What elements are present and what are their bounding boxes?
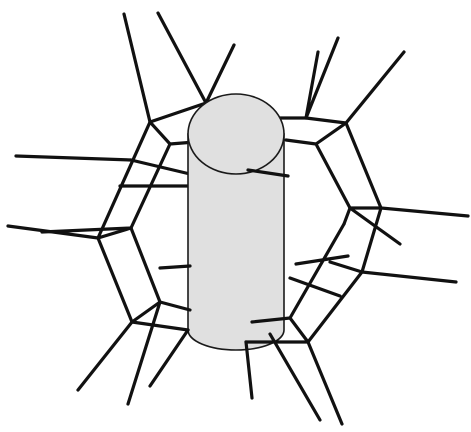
spoke-top-6 xyxy=(346,52,404,123)
spoke-top-2 xyxy=(158,13,206,103)
spoke-bottom-6 xyxy=(308,342,342,424)
rung-top-right xyxy=(316,123,346,144)
cylinder xyxy=(188,94,284,350)
spoke-left-1 xyxy=(16,156,131,160)
inner-ring-top-right xyxy=(286,140,350,224)
cylinder-top-cap xyxy=(188,94,284,174)
spoke-bottom-right xyxy=(362,272,456,282)
rung-top-left xyxy=(150,122,170,144)
spoke-top-1 xyxy=(124,14,150,122)
outer-ring-top-right xyxy=(275,118,381,208)
spoke-top-5 xyxy=(306,38,338,118)
rung-bottom-right xyxy=(290,318,308,342)
rung-lower-right xyxy=(330,262,362,272)
spoke-bottom-5 xyxy=(270,334,320,420)
spoke-right-1 xyxy=(381,208,468,216)
spoke-bottom-4 xyxy=(246,342,252,398)
spoke-bottom-3 xyxy=(150,330,188,386)
outer-ring-bottom xyxy=(98,238,188,330)
spoke-top-4 xyxy=(306,52,318,118)
spoke-bottom-1 xyxy=(78,322,132,390)
stub-front-4 xyxy=(290,278,340,296)
spoke-bottom-2 xyxy=(128,302,160,404)
stub-front-1 xyxy=(160,266,190,268)
